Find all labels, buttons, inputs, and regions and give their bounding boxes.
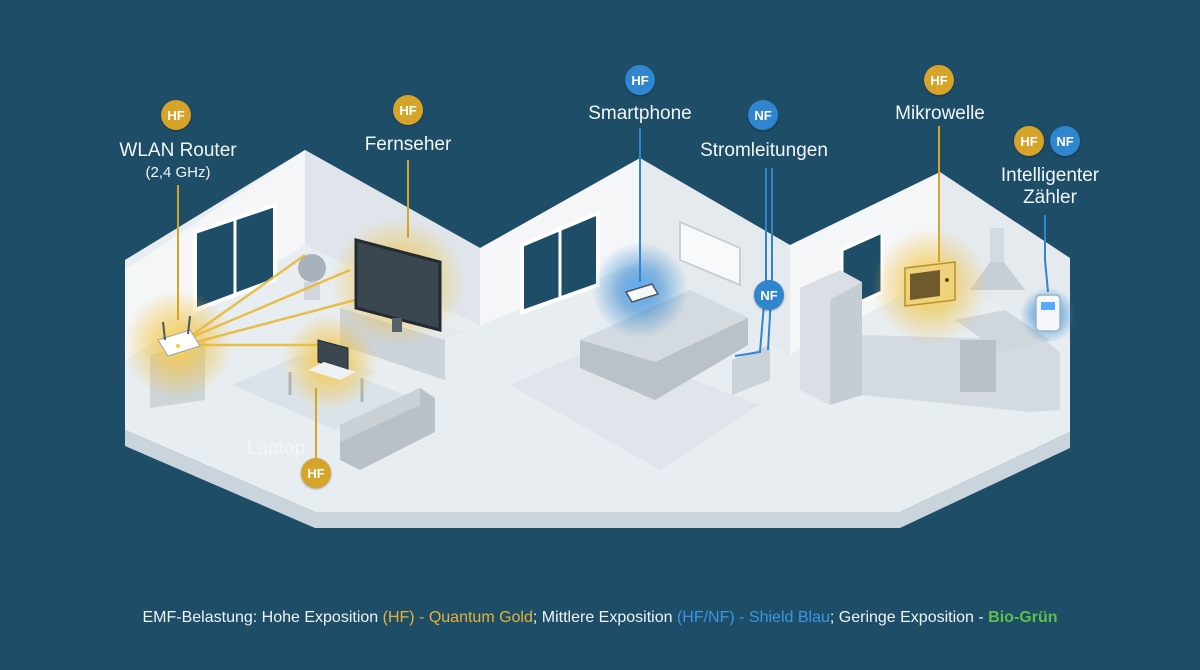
- legend-high-exposure: (HF) - Quantum Gold: [382, 609, 533, 626]
- laptop-label: Laptop: [246, 438, 306, 459]
- smart-meter-hf-badge: HF: [1014, 126, 1044, 156]
- oven: [960, 340, 996, 392]
- microwave-hf-badge: HF: [924, 65, 954, 95]
- power-lines-nf-badge-wall: NF: [754, 280, 784, 310]
- power-lines-label: Stromleitungen: [700, 140, 828, 161]
- smart-meter-device: [1035, 294, 1061, 332]
- smart-meter-label-line1: Intelligenter: [1000, 165, 1100, 186]
- legend-separator-1: ; Mittlere Exposition: [532, 609, 677, 626]
- router-signal-lines: [184, 253, 356, 347]
- tv-hf-badge: HF: [393, 95, 423, 125]
- router-frequency: (2,4 GHz): [145, 164, 211, 181]
- power-lines-nf-badge: NF: [748, 100, 778, 130]
- legend-low-exposure: Bio-Grün: [988, 609, 1058, 626]
- laptop-device: [308, 339, 356, 380]
- tv-label: Fernseher: [364, 134, 452, 155]
- emf-legend: EMF-Belastung: Hohe Exposition (HF) - Qu…: [0, 609, 1200, 627]
- router-hf-badge: HF: [161, 100, 191, 130]
- bedroom-rug: [510, 345, 760, 470]
- microwave-label: Mikrowelle: [895, 103, 985, 124]
- wlan-router-device: [157, 315, 201, 357]
- sofa: [340, 388, 435, 470]
- legend-prefix: EMF-Belastung: Hohe Exposition: [142, 609, 383, 626]
- router-label: WLAN Router: [119, 140, 237, 161]
- nightstand: [732, 345, 770, 395]
- tv-device: [354, 238, 442, 332]
- microwave-device: [904, 261, 956, 307]
- smartphone-hf-badge: HF: [625, 65, 655, 95]
- legend-medium-exposure: (HF/NF) - Shield Blau: [676, 609, 830, 626]
- fridge: [800, 270, 862, 405]
- smartphone-device: [624, 283, 660, 303]
- smartphone-label: Smartphone: [588, 103, 692, 124]
- legend-separator-2: ; Geringe Exposition -: [829, 609, 989, 626]
- smart-meter-nf-badge: NF: [1050, 126, 1080, 156]
- smart-meter-label-line2: Zähler: [1023, 187, 1077, 208]
- bedroom-picture: [679, 220, 741, 287]
- laptop-hf-badge: HF: [301, 458, 331, 488]
